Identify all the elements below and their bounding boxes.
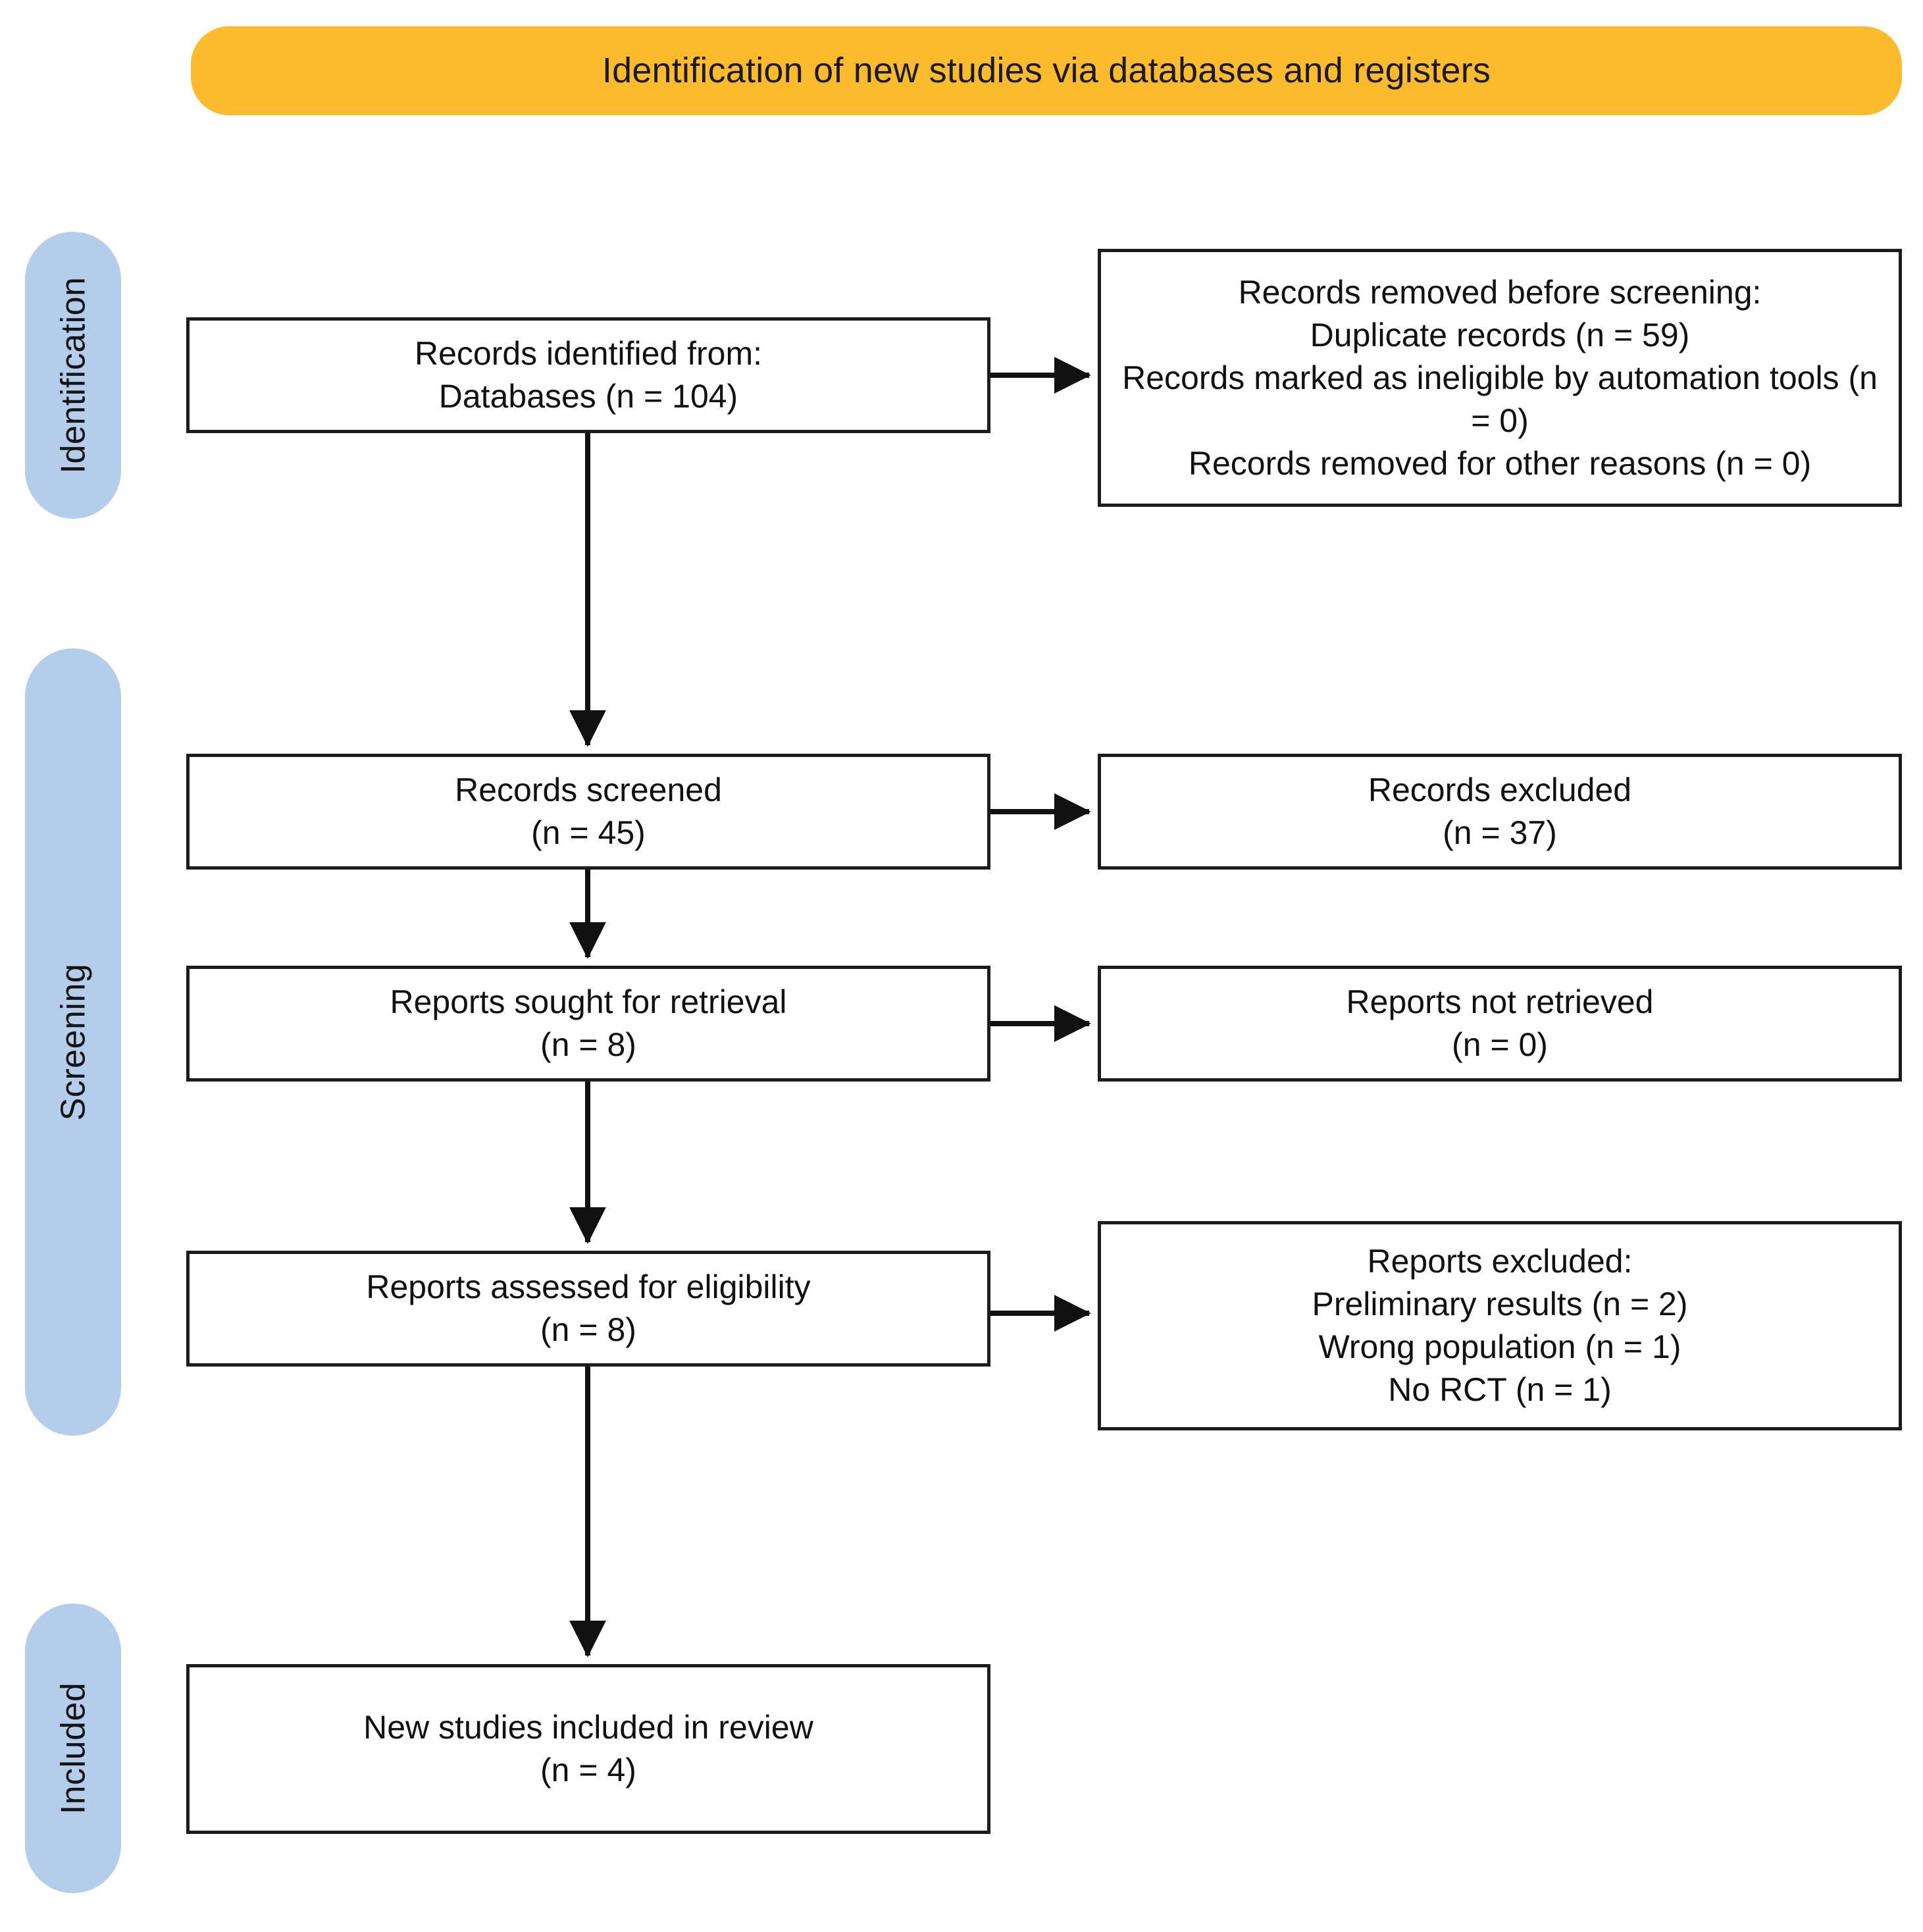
diagram-header-banner: Identification of new studies via databa… xyxy=(191,26,1902,115)
box-reports-assessed-for-eligibility: Reports assessed for eligibility (n = 8) xyxy=(186,1251,990,1367)
box-records-removed-text: Records removed before screening: Duplic… xyxy=(1122,273,1878,482)
stage-label-included: Included xyxy=(54,1682,93,1815)
stage-pill-included: Included xyxy=(25,1604,121,1893)
box-records-removed-before-screening: Records removed before screening: Duplic… xyxy=(1098,249,1902,507)
stage-pill-identification: Identification xyxy=(25,232,121,519)
box-records-excluded: Records excluded (n = 37) xyxy=(1098,754,1902,870)
box-records-excluded-text: Records excluded (n = 37) xyxy=(1368,771,1632,851)
box-reports-sought-for-retrieval: Reports sought for retrieval (n = 8) xyxy=(186,966,990,1082)
stage-pill-screening: Screening xyxy=(25,648,121,1436)
diagram-title: Identification of new studies via databa… xyxy=(602,51,1491,91)
stage-label-identification: Identification xyxy=(54,276,92,474)
box-new-studies-included: New studies included in review (n = 4) xyxy=(186,1664,990,1834)
box-reports-not-retrieved: Reports not retrieved (n = 0) xyxy=(1098,966,1902,1082)
box-records-screened-text: Records screened (n = 45) xyxy=(455,771,722,851)
box-records-identified: Records identified from: Databases (n = … xyxy=(186,317,990,433)
box-records-screened: Records screened (n = 45) xyxy=(186,754,990,870)
box-reports-assessed-text: Reports assessed for eligibility (n = 8) xyxy=(366,1268,811,1348)
box-new-studies-included-text: New studies included in review (n = 4) xyxy=(363,1709,813,1788)
box-reports-excluded-text: Reports excluded: Preliminary results (n… xyxy=(1312,1243,1688,1408)
box-reports-not-retrieved-text: Reports not retrieved (n = 0) xyxy=(1346,983,1654,1063)
box-records-identified-text: Records identified from: Databases (n = … xyxy=(414,335,762,415)
box-reports-excluded: Reports excluded: Preliminary results (n… xyxy=(1098,1221,1902,1430)
box-reports-sought-text: Reports sought for retrieval (n = 8) xyxy=(390,983,787,1063)
stage-label-screening: Screening xyxy=(54,963,92,1121)
